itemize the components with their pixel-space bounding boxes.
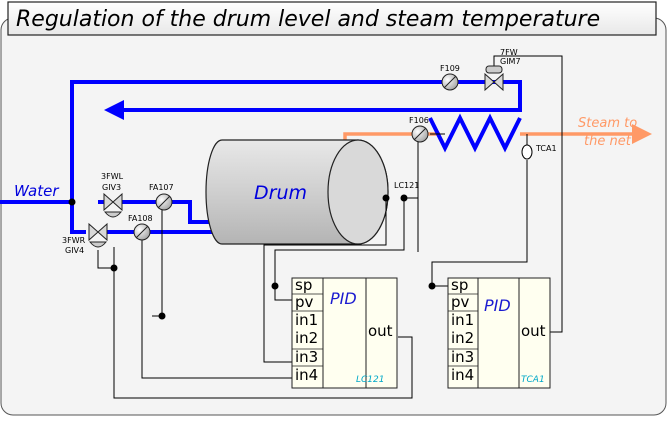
steam-label-line2: the net <box>584 134 632 149</box>
pid2-input-in1: in1 <box>451 311 474 329</box>
valve-3fwr-label-line2: GIV4 <box>65 246 84 255</box>
pid1-input-pv: pv <box>295 293 314 311</box>
water-lines <box>0 80 522 234</box>
flow-meter-f106-icon <box>411 125 429 143</box>
drum-vessel <box>205 139 389 245</box>
steam-arrow-icon <box>632 124 652 144</box>
f106-label: F106 <box>409 116 429 125</box>
drum-label: Drum <box>254 182 307 204</box>
pid2-input-pv: pv <box>451 293 470 311</box>
valve-3fwl-label-line1: 3FWL <box>101 172 124 181</box>
page-title: Regulation of the drum level and steam t… <box>16 7 600 32</box>
pid2-input-in2: in2 <box>451 329 474 347</box>
steam-label-line1: Steam to <box>578 116 637 131</box>
pid1-output: out <box>368 322 393 340</box>
tca1-label: TCA1 <box>535 144 557 153</box>
pid1-title: PID <box>330 289 357 308</box>
valve-3fwr-icon <box>88 222 108 248</box>
flow-meter-f109-icon <box>441 73 459 91</box>
pid2-input-in4: in4 <box>451 366 474 384</box>
pid1-tag: LC121 <box>356 375 384 385</box>
pid1-input-in1: in1 <box>295 311 318 329</box>
pid1-input-in3: in3 <box>295 348 318 366</box>
f109-label: F109 <box>440 64 460 73</box>
flow-arrow-icon <box>104 100 124 120</box>
pid2-input-in3: in3 <box>451 348 474 366</box>
valve-3fwl-label-line2: GIV3 <box>102 183 121 192</box>
pid1-input-in4: in4 <box>295 366 318 384</box>
pid2-tag: TCA1 <box>521 375 545 385</box>
temperature-sensor-icon <box>521 134 533 160</box>
fa107-label: FA107 <box>149 183 174 192</box>
valve-3fwl-icon <box>103 192 123 218</box>
valve-7fw-label-line1: 7FW <box>500 48 518 57</box>
valve-7fw-icon <box>484 65 504 92</box>
water-label: Water <box>14 182 59 200</box>
signal-wires <box>97 55 563 399</box>
pid2-output: out <box>521 322 546 340</box>
flow-meter-fa107-icon <box>155 193 173 211</box>
pid-block-tca1[interactable]: sp pv in1 in2 in3 in4 PID out TCA1 <box>447 276 551 389</box>
pid1-input-sp: sp <box>295 276 312 294</box>
flow-meter-fa108-icon <box>133 223 151 241</box>
pid1-input-in2: in2 <box>295 329 318 347</box>
pid2-input-sp: sp <box>451 276 468 294</box>
pid-block-lc121[interactable]: sp pv in1 in2 in3 in4 PID out LC121 <box>291 276 398 389</box>
title-box <box>7 1 657 36</box>
pid2-title: PID <box>484 296 511 315</box>
lc121-label: LC121 <box>394 181 419 190</box>
valve-3fwr-label-line1: 3FWR <box>62 236 86 245</box>
superheater-coil-icon <box>428 113 522 153</box>
fa108-label: FA108 <box>128 214 153 223</box>
valve-7fw-label-line2: GIM7 <box>500 57 521 66</box>
junction-dots <box>68 194 436 320</box>
